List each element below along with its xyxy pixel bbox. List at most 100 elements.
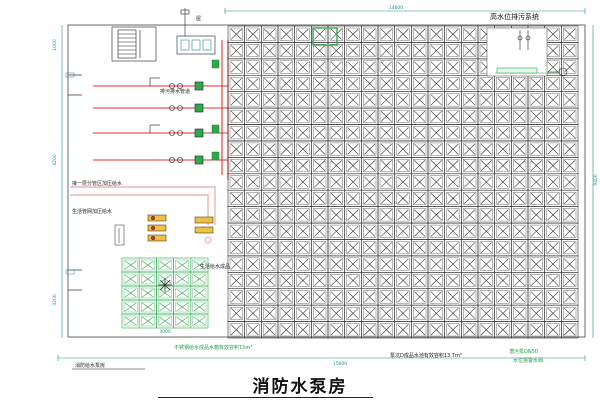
tank-panel: [377, 304, 395, 322]
tank-panel: [156, 313, 174, 329]
tank-panel: [311, 140, 329, 158]
green-label-2: 水位报警水阀: [513, 357, 543, 364]
tank-panel: [461, 255, 479, 273]
tank-panel: [227, 173, 245, 191]
tank-panel: [173, 257, 192, 273]
tank-panel: [494, 124, 512, 142]
tank-panel: [544, 140, 562, 158]
tank-panel: [544, 288, 562, 306]
tank-panel: [511, 189, 529, 207]
tank-panel: [244, 321, 262, 339]
tank-panel: [244, 25, 262, 43]
tank-panel: [544, 107, 562, 125]
tank-panel: [294, 222, 312, 240]
tank-panel: [511, 255, 529, 273]
tank-panel: [327, 157, 345, 175]
tank-panel: [394, 255, 412, 273]
tank-panel: [561, 157, 579, 175]
tank-panel: [511, 173, 529, 191]
tank-panel: [444, 107, 462, 125]
tank-panel: [311, 272, 329, 290]
tank-panel: [344, 321, 362, 339]
page-title: 消防水泵房: [252, 377, 348, 397]
tank-panel: [361, 25, 379, 43]
tank-panel: [444, 140, 462, 158]
tank-panel: [277, 140, 295, 158]
tank-panel: [444, 74, 462, 92]
tank-panel: [294, 25, 312, 43]
tank-panel: [244, 239, 262, 257]
tank-panel: [411, 25, 429, 43]
tank-panel: [277, 42, 295, 60]
tank-panel: [294, 206, 312, 224]
tank-panel: [394, 173, 412, 191]
tank-panel: [411, 321, 429, 339]
tank-panel: [444, 173, 462, 191]
tank-panel: [261, 173, 279, 191]
tank-panel: [227, 107, 245, 125]
green-label-1: 潜污泵DN50: [509, 348, 538, 355]
tank-panel: [311, 189, 329, 207]
tank-panel: [327, 288, 345, 306]
tank-panel: [394, 140, 412, 158]
tank-panel: [461, 91, 479, 109]
tank-panel: [494, 239, 512, 257]
tank-panel: [477, 91, 495, 109]
tank-panel: [477, 255, 495, 273]
tank-panel: [561, 74, 579, 92]
tank-panel: [244, 58, 262, 76]
tank-panel: [227, 25, 245, 43]
tank-panel: [261, 272, 279, 290]
sewage-pump-icon: [495, 30, 568, 77]
tank-panel: [261, 42, 279, 60]
tank-panel: [411, 173, 429, 191]
tank-panel: [377, 107, 395, 125]
tank-panel: [361, 107, 379, 125]
dimension-lines: [57, 8, 594, 361]
tank-panel: [261, 25, 279, 43]
tank-panel: [394, 58, 412, 76]
tank-panel: [227, 255, 245, 273]
tank-panel: [527, 206, 545, 224]
tank-panel: [561, 239, 579, 257]
tank-panel: [311, 58, 329, 76]
tank-panel: [311, 91, 329, 109]
tank-panel: [477, 222, 495, 240]
tank-panel: [527, 255, 545, 273]
title-underline: [158, 397, 373, 398]
tank-panel: [444, 222, 462, 240]
tank-panel: [138, 271, 157, 287]
tank-panel: [494, 140, 512, 158]
tank-panel: [444, 239, 462, 257]
tank-panel: [394, 239, 412, 257]
tank-panel: [494, 255, 512, 273]
tank-panel: [277, 206, 295, 224]
tank-panel: [511, 206, 529, 224]
tank-panel: [527, 91, 545, 109]
tank-panel: [261, 206, 279, 224]
tank-panel: [377, 140, 395, 158]
tank-panel: [411, 140, 429, 158]
tank-panel: [344, 58, 362, 76]
tank-panel: [561, 58, 579, 76]
tank-panel: [494, 189, 512, 207]
tank-panel: [494, 107, 512, 125]
tank-panel: [344, 91, 362, 109]
tank-panel: [477, 272, 495, 290]
tank-panel: [394, 304, 412, 322]
tank-panel: [427, 189, 445, 207]
tank-panel: [361, 304, 379, 322]
tank-panel: [361, 239, 379, 257]
tank-panel: [344, 222, 362, 240]
tank-panel: [394, 74, 412, 92]
tank-panel: [377, 206, 395, 224]
tank-panel: [227, 189, 245, 207]
tank-panel: [494, 173, 512, 191]
tank-panel: [261, 321, 279, 339]
tank-panel: [544, 321, 562, 339]
tank-panel: [138, 299, 157, 315]
tank-panel: [461, 189, 479, 207]
tank-panel: [277, 255, 295, 273]
tank-panel: [121, 313, 140, 329]
tank-panel: [461, 206, 479, 224]
